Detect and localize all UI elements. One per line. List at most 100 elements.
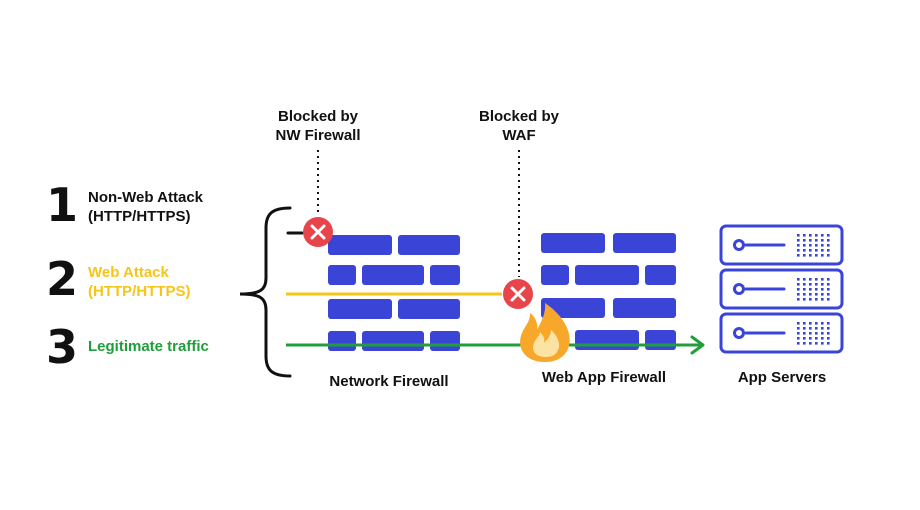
vent-dot [803, 288, 806, 291]
vent-dot [809, 249, 812, 252]
server-rack-icon [719, 224, 844, 354]
vent-dot [815, 293, 818, 296]
brick [430, 331, 460, 351]
flame-icon [520, 303, 570, 362]
brick [541, 233, 605, 253]
vent-dot [815, 327, 818, 330]
vent-dot [815, 234, 818, 237]
vent-dot [809, 283, 812, 286]
vent-dot [815, 278, 818, 281]
vent-dot [821, 244, 824, 247]
attack-number-2: 2 [45, 252, 78, 306]
arrow-right-icon [690, 335, 705, 355]
vent-dot [827, 337, 830, 340]
vent-dot [821, 278, 824, 281]
vent-dot [821, 234, 824, 237]
vent-dot [797, 337, 800, 340]
brick [645, 330, 676, 350]
web-app-firewall-wall [541, 233, 676, 350]
network-firewall-wall [328, 235, 460, 351]
vent-dot [797, 239, 800, 242]
vent-dot [809, 244, 812, 247]
vent-dot [827, 293, 830, 296]
brick [575, 265, 639, 285]
server-unit [719, 312, 844, 354]
vent-dot [809, 239, 812, 242]
brick [613, 298, 676, 318]
vent-dot [797, 298, 800, 301]
brick [328, 265, 356, 285]
vent-dot [809, 288, 812, 291]
blocked-by-waf-label: Blocked by WAF [459, 107, 579, 145]
vent-dot [809, 322, 812, 325]
vent-dot [797, 254, 800, 257]
vent-dot [803, 249, 806, 252]
vent-dot [827, 278, 830, 281]
vent-dot [797, 234, 800, 237]
vent-dot [821, 239, 824, 242]
brick [645, 265, 676, 285]
vent-dot [827, 234, 830, 237]
vent-dot [827, 249, 830, 252]
vent-dot [809, 342, 812, 345]
network-firewall-caption: Network Firewall [329, 373, 449, 390]
vent-dot [803, 278, 806, 281]
server-unit [719, 224, 844, 266]
vent-dot [815, 332, 818, 335]
x-circle-icon [303, 217, 333, 247]
vent-dot [809, 234, 812, 237]
vent-dot [803, 293, 806, 296]
vent-dot [827, 239, 830, 242]
vent-dot [815, 249, 818, 252]
brick [362, 265, 424, 285]
x-circle-icon [503, 279, 533, 309]
attack-label-legitimate: Legitimate traffic [88, 337, 209, 356]
brick [398, 299, 460, 319]
vent-dot [803, 239, 806, 242]
vent-dot [827, 254, 830, 257]
vent-dot [815, 244, 818, 247]
vent-dot [803, 283, 806, 286]
vent-dot [815, 342, 818, 345]
web-app-firewall-caption: Web App Firewall [541, 369, 667, 386]
vent-dot [815, 288, 818, 291]
vent-dot [821, 293, 824, 296]
vent-dot [821, 322, 824, 325]
vent-dot [821, 327, 824, 330]
blocked-by-nw-firewall-label: Blocked by NW Firewall [258, 107, 378, 145]
vent-dot [797, 249, 800, 252]
vent-dot [797, 332, 800, 335]
vent-dot [803, 298, 806, 301]
vent-dot [815, 283, 818, 286]
vent-dot [809, 293, 812, 296]
vent-dot [809, 332, 812, 335]
vent-dot [815, 337, 818, 340]
attack-label-line2: (HTTP/HTTPS) [88, 283, 191, 300]
vent-dot [821, 337, 824, 340]
vent-dot [809, 278, 812, 281]
vent-dot [827, 327, 830, 330]
vent-dot [803, 322, 806, 325]
brick [541, 298, 605, 318]
brick [328, 235, 392, 255]
vent-dot [815, 254, 818, 257]
vent-dot [821, 342, 824, 345]
server-vent-grid [797, 234, 830, 345]
vent-dot [821, 283, 824, 286]
attack-label-line1: Legitimate traffic [88, 338, 209, 355]
vent-dot [821, 332, 824, 335]
vent-dot [803, 234, 806, 237]
vent-dot [809, 327, 812, 330]
vent-dot [797, 322, 800, 325]
vent-dot [809, 254, 812, 257]
vent-dot [797, 327, 800, 330]
brick [328, 299, 392, 319]
vent-dot [827, 244, 830, 247]
brick [328, 331, 356, 351]
vent-dot [821, 249, 824, 252]
vent-dot [821, 298, 824, 301]
traffic-brace [239, 206, 292, 378]
vent-dot [827, 298, 830, 301]
attack-label-line2: (HTTP/HTTPS) [88, 208, 191, 225]
